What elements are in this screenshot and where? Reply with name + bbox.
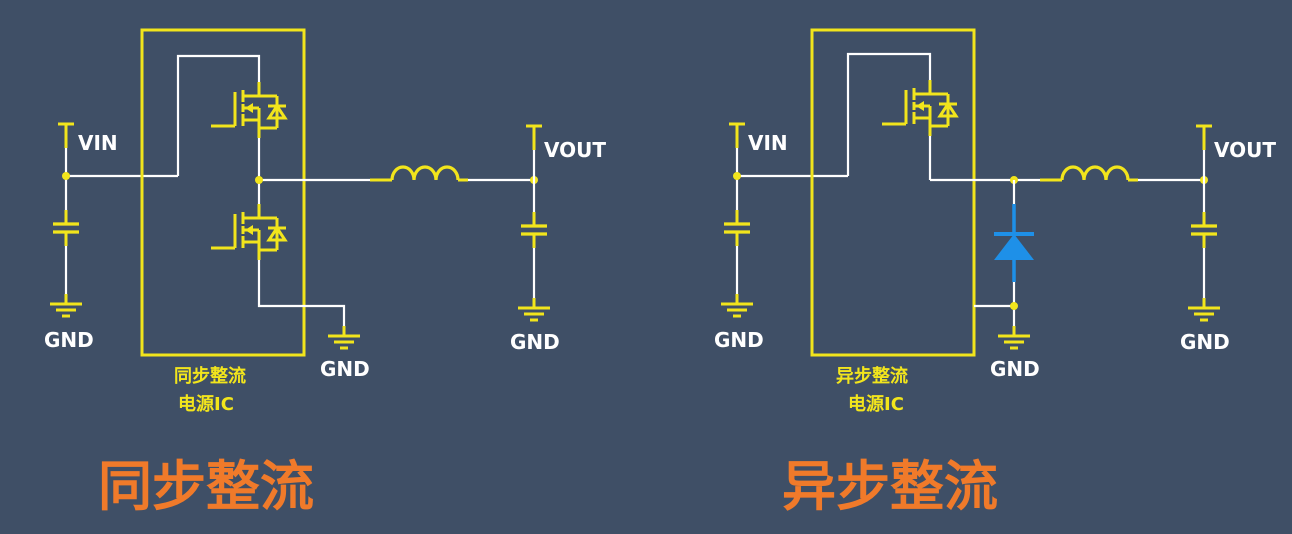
junction-dot <box>62 172 70 180</box>
ic-label-line1: 同步整流 <box>174 365 246 387</box>
wire <box>846 52 932 176</box>
gnd-label: GND <box>320 357 370 381</box>
output-capacitor <box>519 210 549 250</box>
vin-label: VIN <box>748 131 788 155</box>
high-side-mosfet <box>880 78 959 138</box>
gnd-label: GND <box>1180 330 1230 354</box>
vout-terminal <box>524 124 544 152</box>
ground-symbol <box>48 292 84 318</box>
input-capacitor <box>722 208 752 248</box>
inductor <box>368 165 470 182</box>
ground-symbol <box>719 292 755 318</box>
ic-label-line2: 电源IC <box>178 393 234 415</box>
title-sync: 同步整流 <box>98 455 314 518</box>
ground-symbol <box>996 324 1032 350</box>
gnd-label: GND <box>714 328 764 352</box>
ground-symbol <box>1186 296 1222 322</box>
junction-dot <box>1010 302 1018 310</box>
async-circuit: VIN GND 异步整流 电源IC GND VOUT GND <box>714 28 1276 518</box>
vout-label: VOUT <box>1214 138 1276 162</box>
ic-label-line1: 异步整流 <box>836 365 908 387</box>
sync-circuit: VIN GND GND 同步整流 电源IC VOUT GND 同步整流 <box>44 28 606 518</box>
ic-box <box>810 28 976 357</box>
vin-terminal <box>56 122 76 150</box>
ground-symbol <box>516 296 552 322</box>
gnd-label: GND <box>990 357 1040 381</box>
junction-dot <box>255 176 263 184</box>
ic-box <box>140 28 306 357</box>
freewheel-diode <box>994 204 1034 282</box>
low-side-mosfet <box>209 202 288 262</box>
ground-symbol <box>326 324 362 350</box>
wire <box>257 260 346 330</box>
wire <box>176 54 261 176</box>
junction-dot <box>733 172 741 180</box>
vin-label: VIN <box>78 131 118 155</box>
inductor <box>1038 165 1140 182</box>
ic-label-line2: 电源IC <box>848 393 904 415</box>
gnd-label: GND <box>44 328 94 352</box>
high-side-mosfet <box>209 80 288 140</box>
vin-terminal <box>727 122 747 150</box>
output-capacitor <box>1189 210 1219 250</box>
gnd-label: GND <box>510 330 560 354</box>
input-capacitor <box>51 208 81 248</box>
vout-label: VOUT <box>544 138 606 162</box>
vout-terminal <box>1194 124 1214 152</box>
title-async: 异步整流 <box>782 455 998 518</box>
